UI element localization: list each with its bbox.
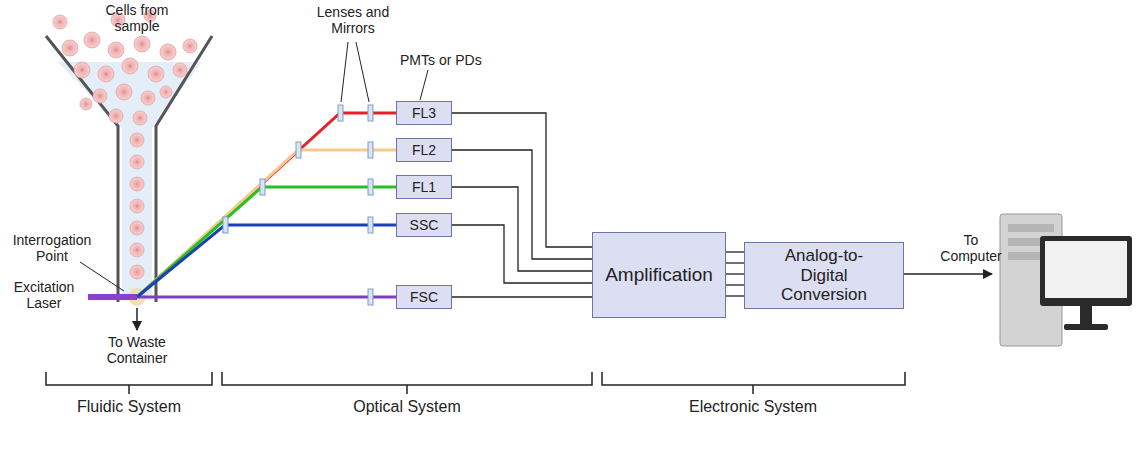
cell bbox=[160, 44, 176, 60]
signal-wire bbox=[452, 187, 592, 271]
signal-wire bbox=[726, 295, 744, 296]
node-text: Amplification bbox=[605, 264, 713, 286]
signal-wire bbox=[726, 273, 744, 274]
lenses-and-mirrors bbox=[223, 105, 373, 305]
leader-line bbox=[341, 42, 348, 102]
detector-box: FSC bbox=[396, 285, 452, 309]
detector-box: SSC bbox=[396, 213, 452, 237]
leader-line bbox=[420, 70, 428, 100]
leader-line bbox=[80, 262, 124, 291]
cell bbox=[133, 111, 147, 125]
input-label: Cells from sample bbox=[92, 2, 182, 34]
computer-icon bbox=[1000, 214, 1132, 346]
cell bbox=[84, 32, 100, 48]
fl2-light-path bbox=[137, 150, 396, 297]
signal-wire bbox=[452, 296, 592, 297]
cell bbox=[130, 243, 144, 257]
node-text: Analog-to-Digital Conversion bbox=[767, 246, 881, 305]
output-arrow bbox=[904, 273, 992, 275]
callout-label: Excitation Laser bbox=[2, 279, 86, 311]
cell bbox=[93, 89, 107, 103]
funnel-wall bbox=[156, 36, 212, 302]
callout-label: Interrogation Point bbox=[2, 232, 102, 264]
fl1-light-path bbox=[137, 187, 396, 297]
cell bbox=[74, 62, 90, 78]
section-label: Optical System bbox=[327, 398, 487, 416]
node-text: SSC bbox=[410, 217, 439, 233]
node-text: FL2 bbox=[412, 142, 436, 158]
component-label: Lenses and Mirrors bbox=[306, 4, 400, 36]
cell bbox=[130, 221, 144, 235]
cell bbox=[183, 39, 197, 53]
output-label: To Computer bbox=[936, 232, 1006, 264]
cell bbox=[116, 84, 132, 100]
cell bbox=[134, 36, 150, 52]
cell bbox=[160, 86, 172, 98]
fl3-light-path bbox=[137, 113, 396, 297]
converter-box: Analog-to-Digital Conversion bbox=[744, 242, 904, 309]
cell bbox=[173, 63, 187, 77]
node-text: FL3 bbox=[412, 105, 436, 121]
section-bracket bbox=[46, 372, 212, 394]
component-label: PMTs or PDs bbox=[400, 52, 490, 68]
waste-arrow bbox=[136, 308, 138, 330]
laser-beam bbox=[88, 294, 137, 300]
signal-wire bbox=[452, 113, 592, 247]
signal-wire bbox=[452, 225, 592, 283]
cell bbox=[80, 98, 92, 110]
cell bbox=[122, 58, 138, 74]
leader-line bbox=[356, 42, 369, 102]
cell bbox=[130, 199, 144, 213]
fsc-light-path bbox=[137, 296, 396, 299]
cell bbox=[53, 15, 67, 29]
cell bbox=[130, 177, 144, 191]
cell bbox=[141, 91, 155, 105]
section-bracket bbox=[222, 372, 592, 394]
cell bbox=[62, 40, 78, 56]
signal-wire bbox=[726, 262, 744, 263]
cell bbox=[130, 133, 144, 147]
signal-wire bbox=[452, 150, 592, 259]
output-label: To Waste Container bbox=[87, 334, 187, 366]
signal-wire bbox=[726, 251, 744, 252]
detector-box: FL1 bbox=[396, 175, 452, 199]
cell bbox=[109, 109, 123, 123]
cell bbox=[130, 155, 144, 169]
cell bbox=[130, 265, 144, 279]
cell bbox=[148, 66, 164, 82]
sample-liquid bbox=[58, 62, 202, 300]
detector-box: FL2 bbox=[396, 138, 452, 162]
section-label: Fluidic System bbox=[49, 398, 209, 416]
ssc-light-path bbox=[137, 225, 396, 297]
amplifier-box: Amplification bbox=[592, 232, 726, 318]
detector-box: FL3 bbox=[396, 101, 452, 125]
section-label: Electronic System bbox=[663, 398, 843, 416]
cell bbox=[98, 66, 114, 82]
section-bracket bbox=[602, 372, 905, 394]
node-text: FL1 bbox=[412, 179, 436, 195]
cell bbox=[108, 42, 124, 58]
node-text: FSC bbox=[410, 289, 438, 305]
signal-wire bbox=[726, 284, 744, 285]
